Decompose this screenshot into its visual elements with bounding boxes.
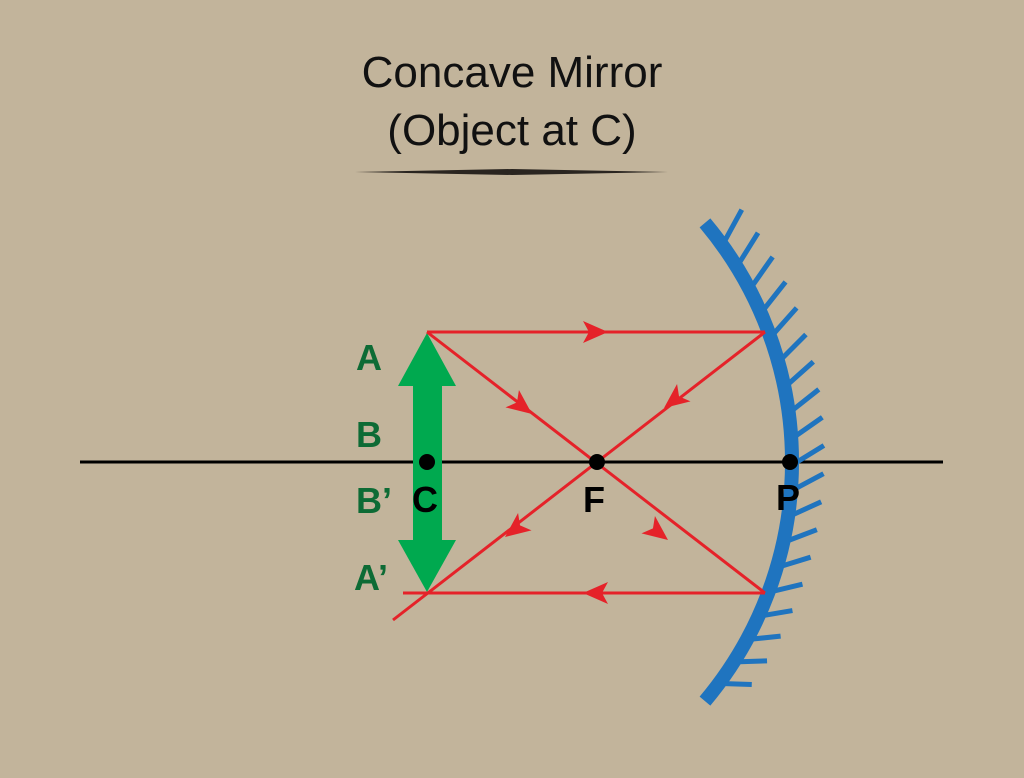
arrowhead [583,321,608,343]
mirror-hatch [787,359,815,386]
mirror-hatch [737,231,761,264]
label-f: F [583,479,605,520]
mirror-hatch [773,581,804,594]
mirror-hatch [724,681,752,688]
label-b: B [356,414,382,455]
label-c: C [412,479,438,520]
mirror-hatch [772,306,799,335]
mirror-hatch [752,633,781,642]
title-line-2: (Object at C) [387,106,637,155]
ray-reflected-through-focus [392,330,766,622]
label-a: A [356,337,382,378]
mirror-hatch [794,415,824,438]
label-a-prime: A’ [354,557,388,598]
arrowhead [641,516,668,540]
mirror-hatch [791,387,821,412]
title-line-1: Concave Mirror [361,48,663,97]
mirror-hatch [750,255,775,287]
title-underline [355,169,668,175]
mirror-hatch [795,443,826,465]
concave-mirror [699,208,826,706]
mirror-hatch [781,554,812,569]
arrowhead [583,582,608,604]
arrowhead [505,390,532,414]
ray-arrowheads [505,321,691,604]
mirror-hatch [722,208,744,242]
mirror-hatch [792,499,823,517]
object-image-arrow [398,333,456,592]
label-b-prime: B’ [356,480,392,521]
arrowhead [664,384,691,408]
mirror-hatch [794,471,825,491]
mirror-hatch [787,527,818,543]
mirror-hatch [763,608,793,618]
point-f [589,454,605,470]
point-p [782,454,798,470]
arrowhead [505,513,532,537]
mirror-hatch [780,332,808,360]
mirror-hatch [739,658,768,665]
point-c [419,454,435,470]
mirror-hatch [762,280,788,311]
label-p: P [776,477,800,518]
